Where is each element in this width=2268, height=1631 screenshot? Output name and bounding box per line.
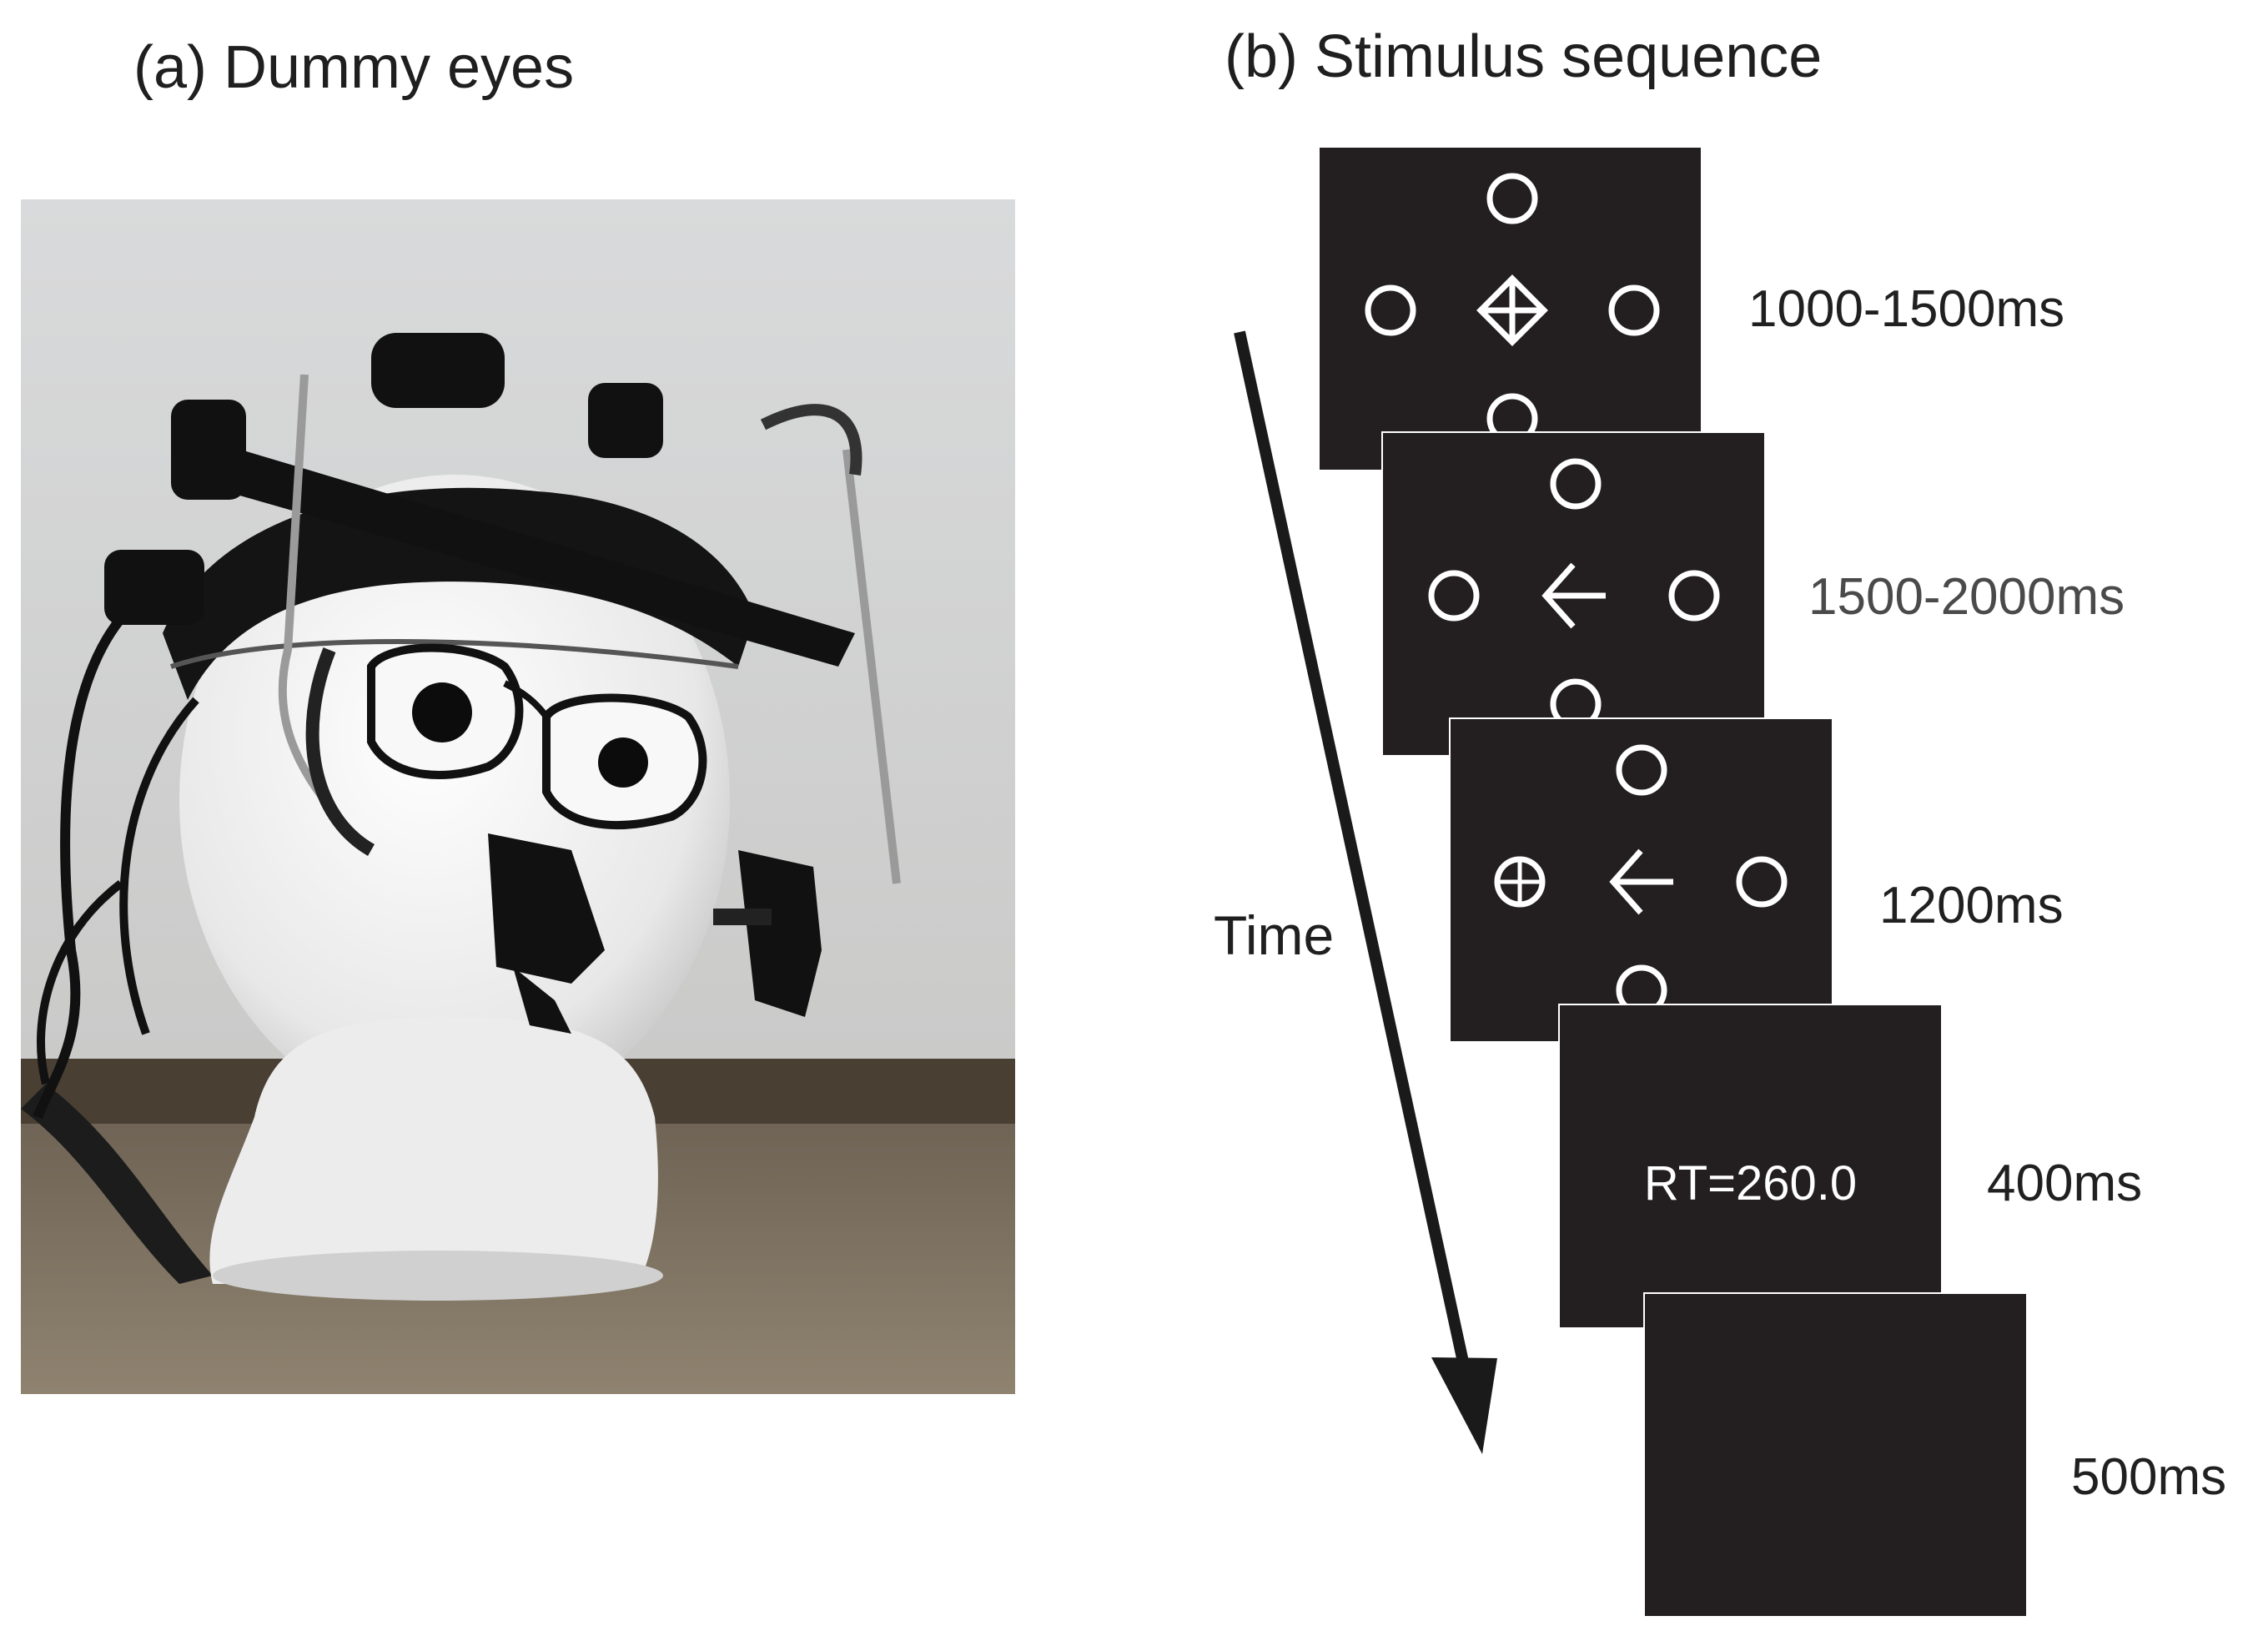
duration-label-3: 1200ms xyxy=(1879,877,2064,934)
time-axis-label: Time xyxy=(1214,904,1335,966)
duration-label-5: 500ms xyxy=(2071,1448,2227,1506)
target-left-circle xyxy=(1365,284,1416,336)
stimulus-screen-1 xyxy=(1318,146,1702,471)
target-left-cross-circle-icon xyxy=(1494,856,1546,908)
duration-label-1: 1000-1500ms xyxy=(1748,280,2065,338)
target-top-circle xyxy=(1550,458,1602,510)
panel-a-title: (a) Dummy eyes xyxy=(133,34,575,101)
target-top-circle xyxy=(1616,744,1667,796)
left-arrow-cue-icon xyxy=(1541,562,1606,629)
target-left-circle xyxy=(1428,570,1480,622)
target-right-circle xyxy=(1736,856,1788,908)
panel-b-title: (b) Stimulus sequence xyxy=(1225,23,1823,90)
target-right-circle xyxy=(1608,284,1660,336)
target-top-circle xyxy=(1486,173,1538,224)
stimulus-screen-2 xyxy=(1381,431,1766,757)
reaction-time-feedback: RT=260.0 xyxy=(1643,1156,1858,1211)
duration-label-2: 1500-2000ms xyxy=(1808,568,2125,626)
stimulus-screen-5 xyxy=(1643,1292,2028,1618)
left-arrow-cue-icon xyxy=(1609,848,1673,915)
target-right-circle xyxy=(1668,570,1720,622)
stimulus-screen-3 xyxy=(1449,717,1833,1043)
stimulus-screen-4: RT=260.0 xyxy=(1558,1004,1943,1329)
duration-label-4: 400ms xyxy=(1987,1155,2143,1212)
fixation-diamond-cross-icon xyxy=(1476,274,1548,346)
dummy-head-photo xyxy=(21,199,1015,1394)
